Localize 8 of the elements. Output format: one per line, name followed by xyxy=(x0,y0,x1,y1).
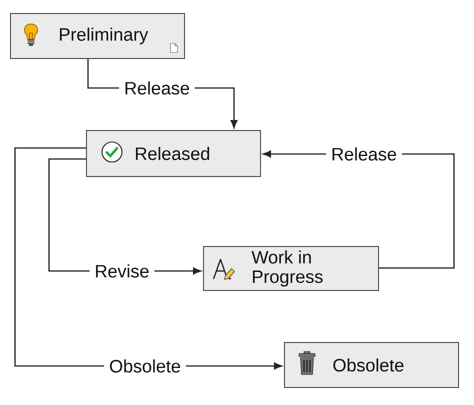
state-box: Work in Progress xyxy=(203,246,379,291)
edge-label: Revise xyxy=(90,262,154,280)
edge-label: Release xyxy=(326,145,402,163)
edge-label: Release xyxy=(119,79,195,97)
state-box: Preliminary xyxy=(10,13,185,59)
state-box: Released xyxy=(86,130,261,177)
state-box: Obsolete xyxy=(284,342,459,388)
edge-label: Obsolete xyxy=(104,357,186,375)
